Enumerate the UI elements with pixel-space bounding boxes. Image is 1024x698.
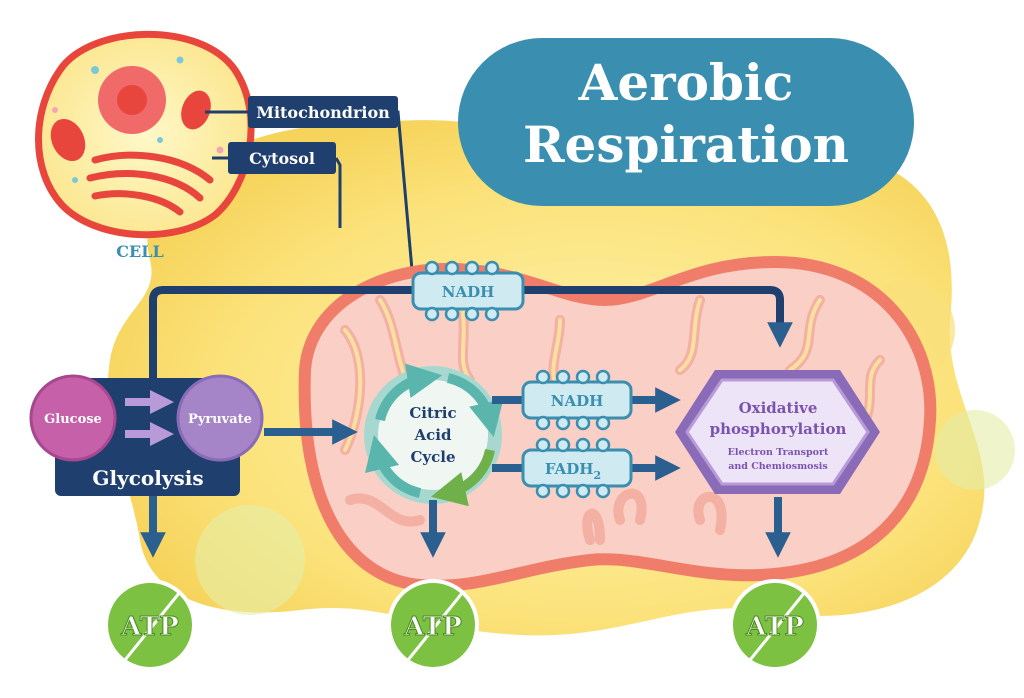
cytosol-callout-text: Cytosol bbox=[249, 149, 315, 168]
oxidative-sub-2: and Chemiosmosis bbox=[728, 461, 828, 472]
atp-badge-right bbox=[729, 579, 821, 671]
decor-circle bbox=[935, 410, 1015, 490]
cell-label: CELL bbox=[116, 242, 163, 261]
mitochondrion-callout bbox=[248, 96, 398, 128]
title-line-2: Respiration bbox=[523, 115, 849, 174]
fadh-text: FADH bbox=[545, 460, 594, 478]
fadh-subscript: 2 bbox=[593, 469, 601, 482]
title-line-1: Aerobic bbox=[578, 53, 794, 112]
atp-right-label: ATP bbox=[745, 612, 804, 642]
cell-illustration bbox=[35, 30, 255, 239]
oxidative-sub-1: Electron Transport bbox=[728, 447, 829, 458]
pyruvate-label: Pyruvate bbox=[188, 412, 252, 427]
atp-badge-middle bbox=[387, 579, 479, 671]
nadh-mid-label: NADH bbox=[551, 392, 604, 410]
citric-acid-cycle bbox=[364, 363, 504, 507]
fadh2-label: FADH2 bbox=[545, 460, 601, 482]
cytosol-callout bbox=[228, 142, 336, 174]
atp-middle-label: ATP bbox=[403, 612, 462, 642]
glucose-label: Glucose bbox=[44, 412, 102, 427]
citric-line-1: Citric bbox=[409, 404, 456, 422]
citric-line-2: Acid bbox=[414, 426, 452, 444]
atp-badge-left bbox=[104, 579, 196, 671]
lightning-icon bbox=[748, 591, 807, 661]
nadh-mid-carrier bbox=[521, 369, 633, 431]
atp-left-label: ATP bbox=[120, 612, 179, 642]
title-pill bbox=[458, 38, 914, 206]
lightning-icon bbox=[406, 591, 465, 661]
glycolysis-label: Glycolysis bbox=[92, 466, 203, 490]
nadh-top-label: NADH bbox=[442, 283, 495, 301]
oxidative-line-2: phosphorylation bbox=[710, 420, 847, 438]
nadh-top-carrier bbox=[411, 260, 525, 322]
lightning-icon bbox=[123, 591, 182, 661]
decor-circle bbox=[195, 505, 305, 615]
oxidative-line-1: Oxidative bbox=[739, 399, 818, 417]
mitochondrion-callout-text: Mitochondrion bbox=[256, 103, 390, 122]
fadh2-carrier bbox=[521, 437, 633, 499]
cytosol-leader-line bbox=[212, 156, 342, 228]
glucose-circle bbox=[29, 374, 117, 462]
pyruvate-circle bbox=[176, 374, 264, 462]
oxidative-phosphorylation-hexagon bbox=[675, 370, 880, 494]
citric-line-3: Cycle bbox=[410, 448, 455, 466]
